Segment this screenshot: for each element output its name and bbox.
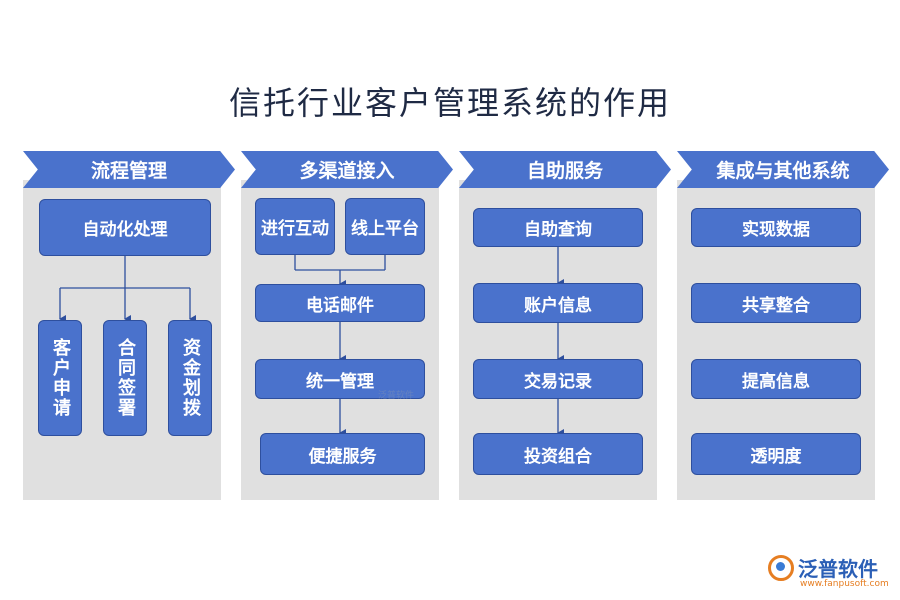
box-phone-email: 电话邮件 bbox=[255, 284, 425, 322]
box-online-platform: 线上平台 bbox=[345, 198, 425, 255]
box-unified-management: 统一管理 bbox=[255, 359, 425, 399]
box-improve-info: 提高信息 bbox=[691, 359, 861, 399]
brand-logo: 泛普软件 www.fanpusoft.com bbox=[768, 553, 892, 593]
box-interaction: 进行互动 bbox=[255, 198, 335, 255]
header-integration: 集成与其他系统 bbox=[677, 151, 889, 188]
header-multichannel: 多渠道接入 bbox=[241, 151, 453, 188]
header-process: 流程管理 bbox=[23, 151, 235, 188]
box-transaction-records: 交易记录 bbox=[473, 359, 643, 399]
box-contract-signing: 合同签署 bbox=[103, 320, 147, 436]
box-share-integrate: 共享整合 bbox=[691, 283, 861, 323]
box-transparency: 透明度 bbox=[691, 433, 861, 475]
box-realize-data: 实现数据 bbox=[691, 208, 861, 247]
box-automation: 自动化处理 bbox=[39, 199, 211, 256]
logo-url: www.fanpusoft.com bbox=[800, 579, 889, 589]
header-selfservice: 自助服务 bbox=[459, 151, 671, 188]
logo-name: 泛普软件 bbox=[798, 557, 878, 581]
page-title: 信托行业客户管理系统的作用 bbox=[228, 84, 671, 122]
box-customer-application: 客户申请 bbox=[38, 320, 82, 436]
box-fund-transfer: 资金划拨 bbox=[168, 320, 212, 436]
box-account-info: 账户信息 bbox=[473, 283, 643, 323]
watermark: 泛普软件 bbox=[378, 391, 415, 401]
box-self-query: 自助查询 bbox=[473, 208, 643, 247]
box-convenient-service: 便捷服务 bbox=[260, 433, 425, 475]
logo-icon bbox=[768, 555, 794, 581]
box-portfolio: 投资组合 bbox=[473, 433, 643, 475]
